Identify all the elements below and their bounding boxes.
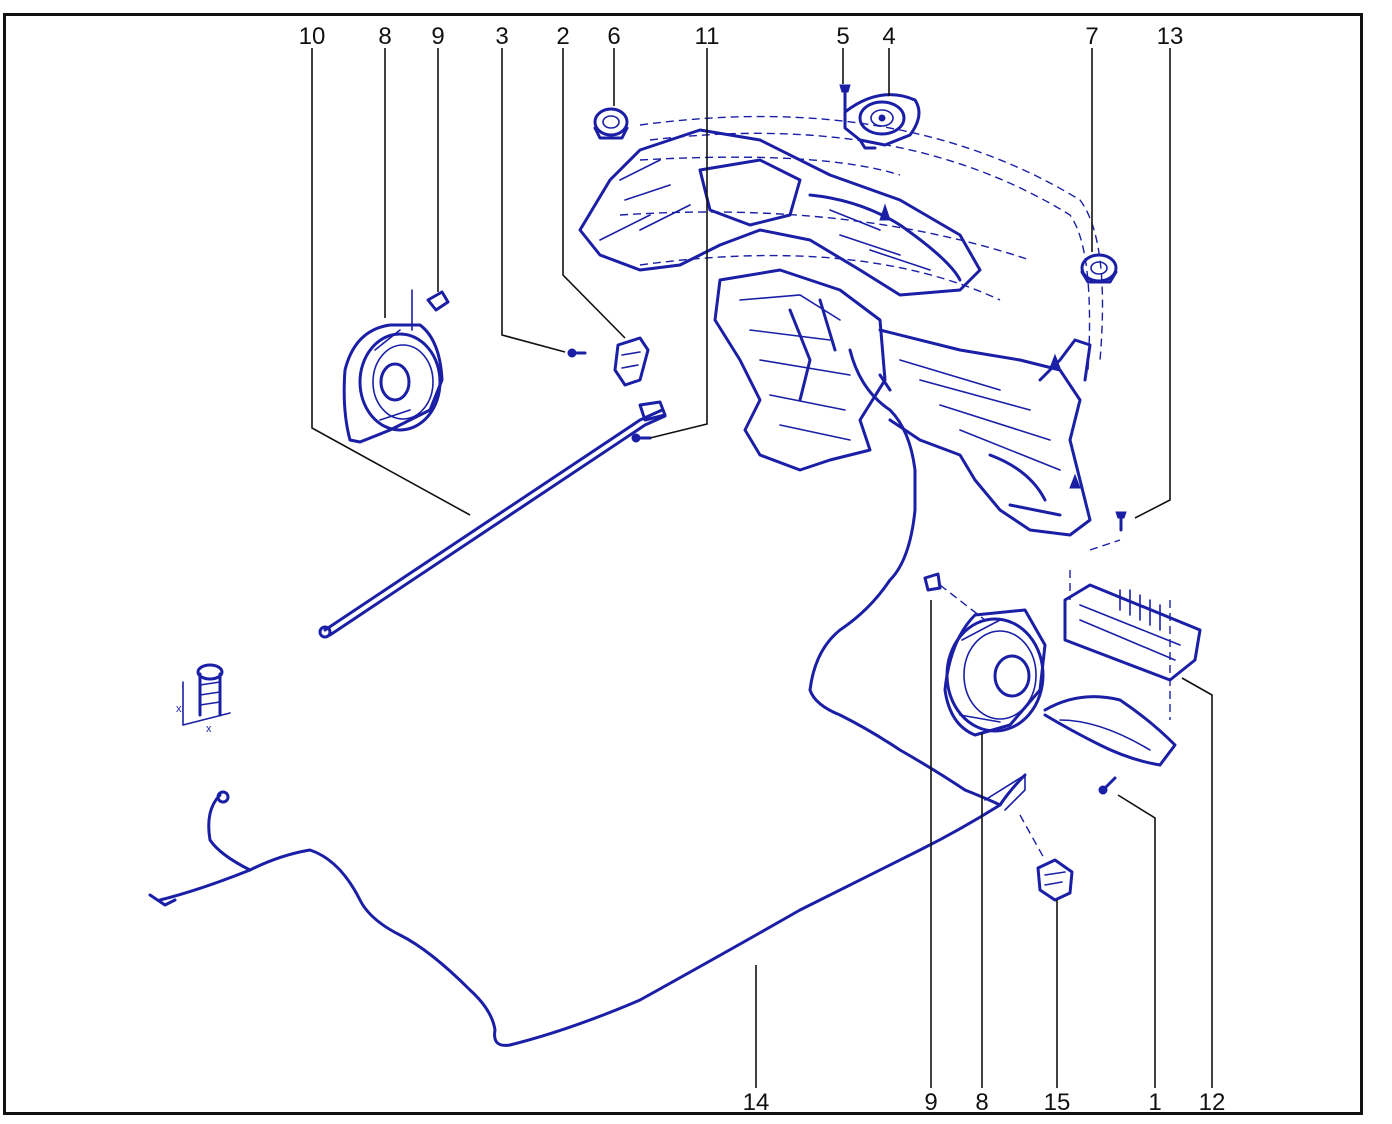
screw-11 [631, 433, 652, 443]
callout-3: 3 [495, 23, 508, 50]
center-speaker [843, 93, 921, 150]
screw-13 [1115, 511, 1127, 532]
callout-8-bottom: 8 [975, 1089, 988, 1116]
torque-axis-mark-1: x [176, 703, 182, 715]
callout-9-bottom: 9 [924, 1089, 937, 1116]
tweeter-right [1080, 253, 1118, 284]
callout-6: 6 [607, 23, 620, 50]
door-speaker-right [943, 608, 1047, 737]
callout-5: 5 [836, 23, 849, 50]
antenna-rod [318, 400, 667, 639]
amplifier-module [1063, 539, 1202, 720]
callout-13: 13 [1157, 23, 1184, 50]
callout-numbers-bottom: 14 9 8 15 1 12 [743, 1089, 1226, 1116]
callout-8: 8 [378, 23, 391, 50]
door-speaker-left [342, 323, 444, 444]
screw-3 [567, 348, 587, 358]
callout-10: 10 [299, 23, 326, 50]
connector-block [1019, 814, 1074, 902]
tweeter-left [593, 107, 629, 140]
callout-14: 14 [743, 1089, 770, 1116]
clip-left [411, 289, 450, 331]
torque-symbol: x x [176, 663, 231, 735]
callout-15: 15 [1044, 1089, 1071, 1116]
clip-right [923, 572, 986, 621]
speaker-screw-5 [839, 84, 851, 112]
callout-7: 7 [1085, 23, 1098, 50]
dashboard-assembly [578, 115, 1104, 692]
callout-9: 9 [431, 23, 444, 50]
callout-1: 1 [1148, 1089, 1161, 1116]
callout-2: 2 [556, 23, 569, 50]
bracket-2 [613, 336, 650, 387]
callout-4: 4 [882, 23, 895, 50]
callout-numbers-top: 10 8 9 3 2 6 11 5 4 7 13 [299, 23, 1184, 50]
leader-lines [311, 48, 1213, 1088]
diagram-frame [3, 13, 1363, 1115]
amplifier-bracket [1043, 695, 1177, 795]
floor-harness [148, 688, 1027, 1047]
callout-12: 12 [1199, 1089, 1226, 1116]
torque-axis-mark-2: x [206, 723, 212, 735]
callout-11: 11 [695, 23, 720, 50]
